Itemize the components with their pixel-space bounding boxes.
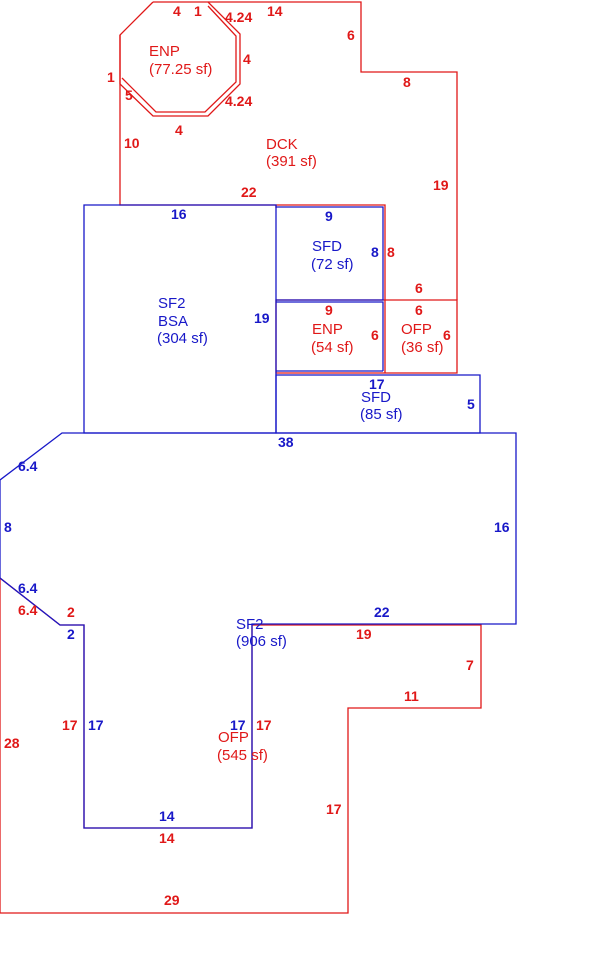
ofp545-size: (545 sf) (217, 747, 268, 764)
dim-main-22: 22 (374, 604, 390, 620)
dim-dck-14: 14 (267, 3, 283, 19)
enp-top-name: ENP (149, 43, 180, 60)
dim-ofp36-6t: 6 (415, 302, 423, 318)
enp54-name: ENP (312, 321, 343, 338)
dim-enp-left-1: 1 (107, 69, 115, 85)
dim-ofp-17l: 17 (62, 717, 78, 733)
dim-sfd72-8b: 8 (371, 244, 379, 260)
ofp36-name: OFP (401, 321, 432, 338)
dim-main-2: 2 (67, 626, 75, 642)
dimension-labels: 4 1 4.24 4 4.24 4 1 5 14 6 8 19 10 22 16… (4, 3, 510, 908)
dim-enp54-9: 9 (325, 302, 333, 318)
bsa-name1: SF2 (158, 295, 186, 312)
dim-ofp-28: 28 (4, 735, 20, 751)
enp-octagon-inner (121, 5, 237, 113)
dim-main-14: 14 (159, 808, 175, 824)
area-labels: ENP (77.25 sf) DCK (391 sf) SFD (72 sf) … (149, 43, 444, 764)
dim-ofp-2: 2 (67, 604, 75, 620)
dim-main-17l: 17 (88, 717, 104, 733)
sf2-906-name: SF2 (236, 616, 264, 633)
dim-main-16: 16 (494, 519, 510, 535)
sf2-906-outline (0, 432, 517, 829)
dim-ofp-7: 7 (466, 657, 474, 673)
dim-ofp-17b: 17 (326, 801, 342, 817)
enp54-blue-edge (276, 301, 384, 372)
dim-sfd72-8r: 8 (387, 244, 395, 260)
sfd85-size: (85 sf) (360, 406, 403, 423)
ofp36-size: (36 sf) (401, 339, 444, 356)
dim-dck-10: 10 (124, 135, 140, 151)
dim-dck-8: 8 (403, 74, 411, 90)
dim-main-8: 8 (4, 519, 12, 535)
dim-dck-19: 19 (433, 177, 449, 193)
dim-main-38: 38 (278, 434, 294, 450)
sfd85-name: SFD (361, 389, 391, 406)
dim-sfd85-5: 5 (467, 396, 475, 412)
dim-bsa-16: 16 (171, 206, 187, 222)
dim-ofp-64: 6.4 (18, 602, 38, 618)
dim-sfd85-17: 17 (369, 376, 385, 392)
dim-ofp-11: 11 (404, 688, 419, 704)
dim-enp-bottom: 4 (175, 122, 183, 138)
enp-octagon-outer (119, 1, 241, 117)
dim-ofp-17r: 17 (256, 717, 272, 733)
dim-main-64b: 6.4 (18, 580, 38, 596)
dim-dck-22: 22 (241, 184, 257, 200)
dim-ofp36-6r: 6 (443, 327, 451, 343)
dck-size: (391 sf) (266, 153, 317, 170)
dim-ofp-14: 14 (159, 830, 175, 846)
bsa-name2: BSA (158, 313, 188, 330)
dim-main-64a: 6.4 (18, 458, 38, 474)
sfd72-outline (276, 206, 384, 301)
blue-outlines (0, 204, 517, 829)
enp54-size: (54 sf) (311, 339, 354, 356)
bsa-size: (304 sf) (157, 330, 208, 347)
ofp545-name: OFP (218, 729, 249, 746)
dim-ofp-29: 29 (164, 892, 180, 908)
dim-sfd72-9: 9 (325, 208, 333, 224)
dim-enp-diag-tr: 4.24 (225, 9, 252, 25)
red-outlines (0, 1, 482, 914)
dim-bsa-19: 19 (254, 310, 270, 326)
enp-top-size: (77.25 sf) (149, 61, 212, 78)
sfd72-size: (72 sf) (311, 256, 354, 273)
dim-enp-right: 4 (243, 51, 251, 67)
dck-name: DCK (266, 136, 298, 153)
dim-dck-6: 6 (347, 27, 355, 43)
dim-enp54-6: 6 (371, 327, 379, 343)
dim-enp-diag-br: 4.24 (225, 93, 252, 109)
dim-enp-top-2: 1 (194, 3, 202, 19)
sfd72-name: SFD (312, 238, 342, 255)
dim-dck-6b: 6 (415, 280, 423, 296)
dim-enp-top-1: 4 (173, 3, 181, 19)
dim-enp-diag-l: 5 (125, 87, 133, 103)
sf2-906-size: (906 sf) (236, 633, 287, 650)
dim-ofp-19: 19 (356, 626, 372, 642)
dim-main-17r: 17 (230, 717, 246, 733)
